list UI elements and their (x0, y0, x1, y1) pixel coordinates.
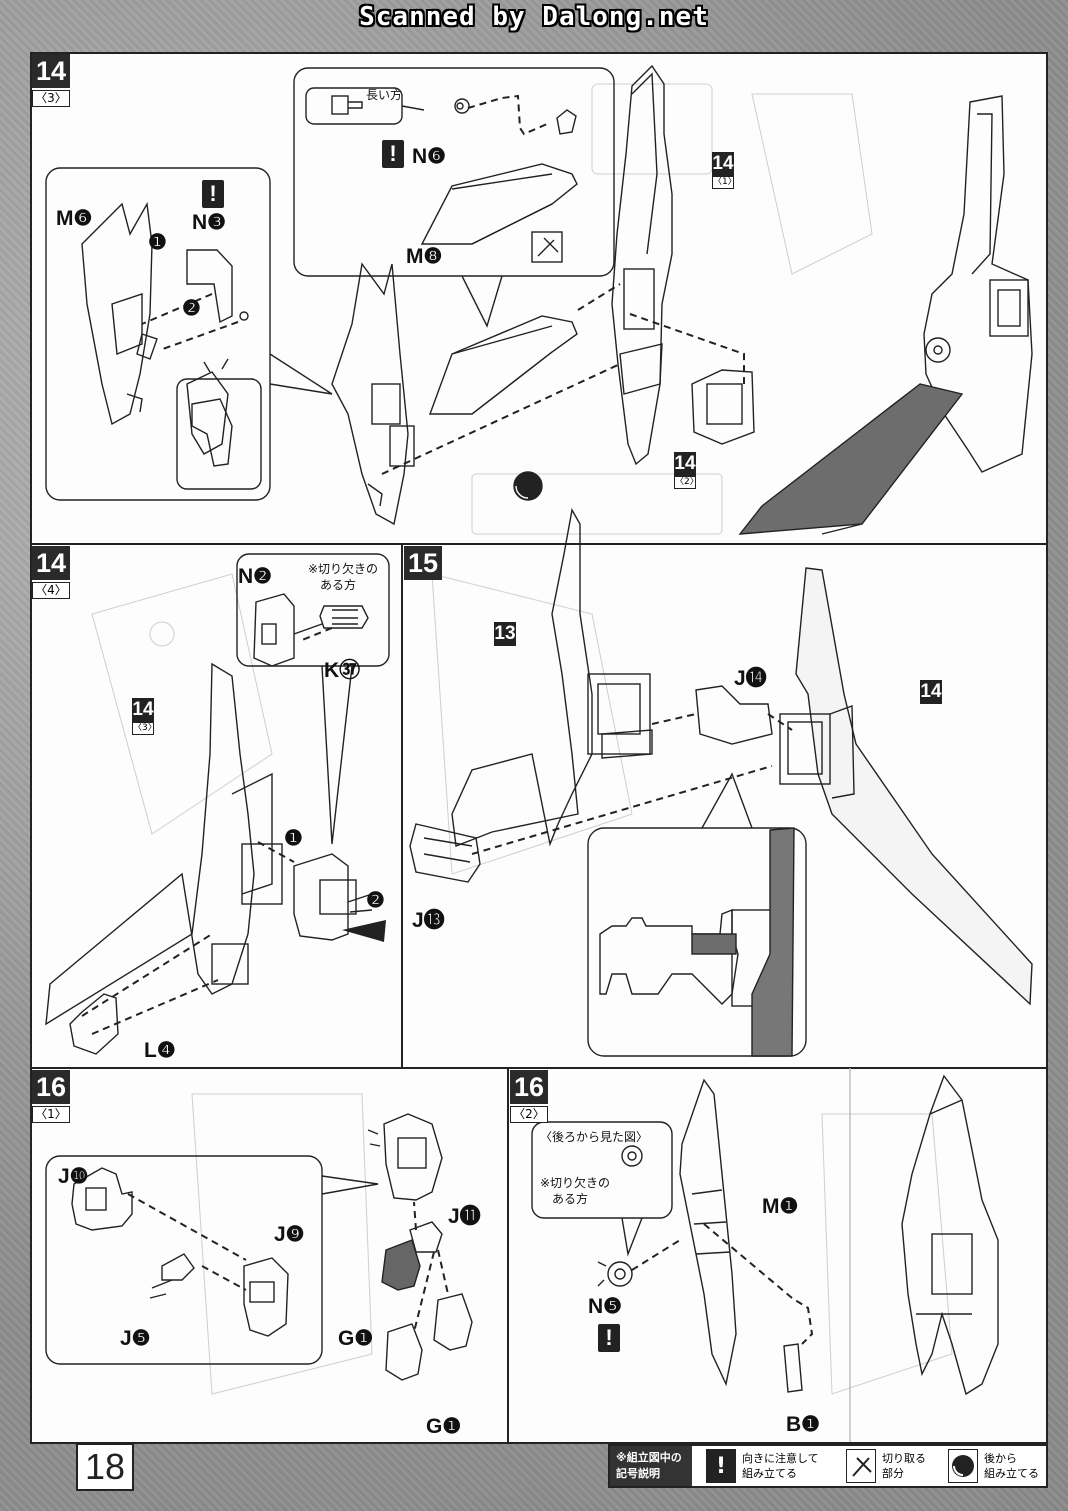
long-side-note: 長い方 (366, 88, 403, 102)
step-14-badge: 14 (32, 54, 70, 88)
ref-step-number: 14 (132, 698, 154, 722)
page-number: 18 (76, 1443, 134, 1491)
instruction-page: 14 〈3〉 M❻ ! N❸ ❶ ❷ 長い方 ! N❻ M❽ 14 〈1〉 14… (30, 52, 1048, 1444)
part-label-n3: N❸ (192, 211, 226, 234)
ref-step-number: 14 (674, 452, 696, 476)
symbol-legend: ※組立図中の 記号説明 ! 向きに注意して 組み立てる 切り取る 部分 後から … (608, 1444, 1048, 1488)
ref-step-13: 13 (494, 622, 516, 646)
step-arrow-1: ❶ (148, 231, 167, 254)
part-label-n2: N❷ (238, 565, 272, 588)
step-16-badge: 16 (32, 1070, 70, 1104)
part-label-m6: M❻ (56, 207, 93, 230)
part-label-j5: J❺ (120, 1327, 151, 1350)
ref-substep: 〈1〉 (712, 176, 737, 189)
part-label-n6: N❻ (412, 145, 446, 168)
step-arrow-2: ❷ (182, 297, 201, 320)
ref-step-number: 13 (494, 622, 516, 646)
step-arrow-2: ❷ (366, 889, 385, 912)
ref-substep: 〈2〉 (674, 476, 699, 489)
part-label-n5: N❺ (588, 1295, 622, 1318)
part-label-g1: G❶ (426, 1415, 462, 1438)
part-label-g1: G❶ (338, 1327, 374, 1350)
legend-text: 組み立てる (984, 1467, 1039, 1480)
step-14-sub-4: 〈4〉 (32, 582, 70, 599)
part-label-j9: J❾ (274, 1223, 305, 1246)
assemble-later-icon (948, 1449, 978, 1483)
part-label-j14: J⓮ (734, 667, 767, 690)
legend-title-line: ※組立図中の (616, 1451, 682, 1464)
step-14-badge: 14 (32, 546, 70, 580)
part-label-j10: J❿ (58, 1165, 89, 1188)
part-label-m1: M❶ (762, 1195, 799, 1218)
legend-title-line: 記号説明 (616, 1467, 660, 1480)
part-label-m8: M❽ (406, 245, 443, 268)
legend-text: 部分 (882, 1467, 904, 1480)
legend-text: 切り取る (882, 1452, 926, 1465)
caution-icon: ! (382, 140, 404, 168)
part-label-j13: J⓭ (412, 909, 445, 932)
legend-title: ※組立図中の 記号説明 (610, 1446, 692, 1486)
rear-view-note: 〈後ろから見た図〉 (540, 1130, 649, 1144)
ref-step-number: 14 (712, 152, 734, 176)
legend-text: 組み立てる (742, 1467, 797, 1480)
step-arrow-1: ❶ (284, 827, 303, 850)
notch-note: ある方 (320, 578, 357, 592)
caution-icon: ! (598, 1324, 620, 1352)
ref-step-number: 14 (920, 680, 942, 704)
caution-icon: ! (202, 180, 224, 208)
notch-note: ※切り欠きの (308, 562, 379, 576)
caution-icon: ! (706, 1449, 736, 1483)
ref-substep: 〈3〉 (132, 722, 157, 735)
part-label-k37: K㊲ (324, 659, 361, 682)
assemble-later-graphic (952, 1455, 974, 1477)
step-15-badge: 15 (404, 546, 442, 580)
ref-step-14: 14 (920, 680, 942, 704)
step-16-sub-1: 〈1〉 (32, 1106, 70, 1123)
cut-icon-graphic (852, 1457, 872, 1477)
part-label-j11: J⓫ (448, 1205, 481, 1228)
ref-step-14-1: 14 〈1〉 (712, 152, 737, 189)
step-16-sub-2: 〈2〉 (510, 1106, 548, 1123)
cut-icon (846, 1449, 876, 1483)
ref-step-14-2: 14 〈2〉 (674, 452, 699, 489)
notch-note: ※切り欠きの (540, 1176, 611, 1190)
scanner-watermark: Scanned by Dalong.net (359, 2, 709, 32)
part-label-l4: L❹ (144, 1039, 176, 1062)
part-label-b1: B❶ (786, 1413, 820, 1436)
step-16-badge: 16 (510, 1070, 548, 1104)
step-14-sub-3: 〈3〉 (32, 90, 70, 107)
notch-note: ある方 (552, 1192, 589, 1206)
legend-text: 向きに注意して (742, 1452, 819, 1465)
legend-text: 後から (984, 1452, 1017, 1465)
ref-step-14-3: 14 〈3〉 (132, 698, 157, 735)
assembly-line-art (32, 64, 1046, 1442)
